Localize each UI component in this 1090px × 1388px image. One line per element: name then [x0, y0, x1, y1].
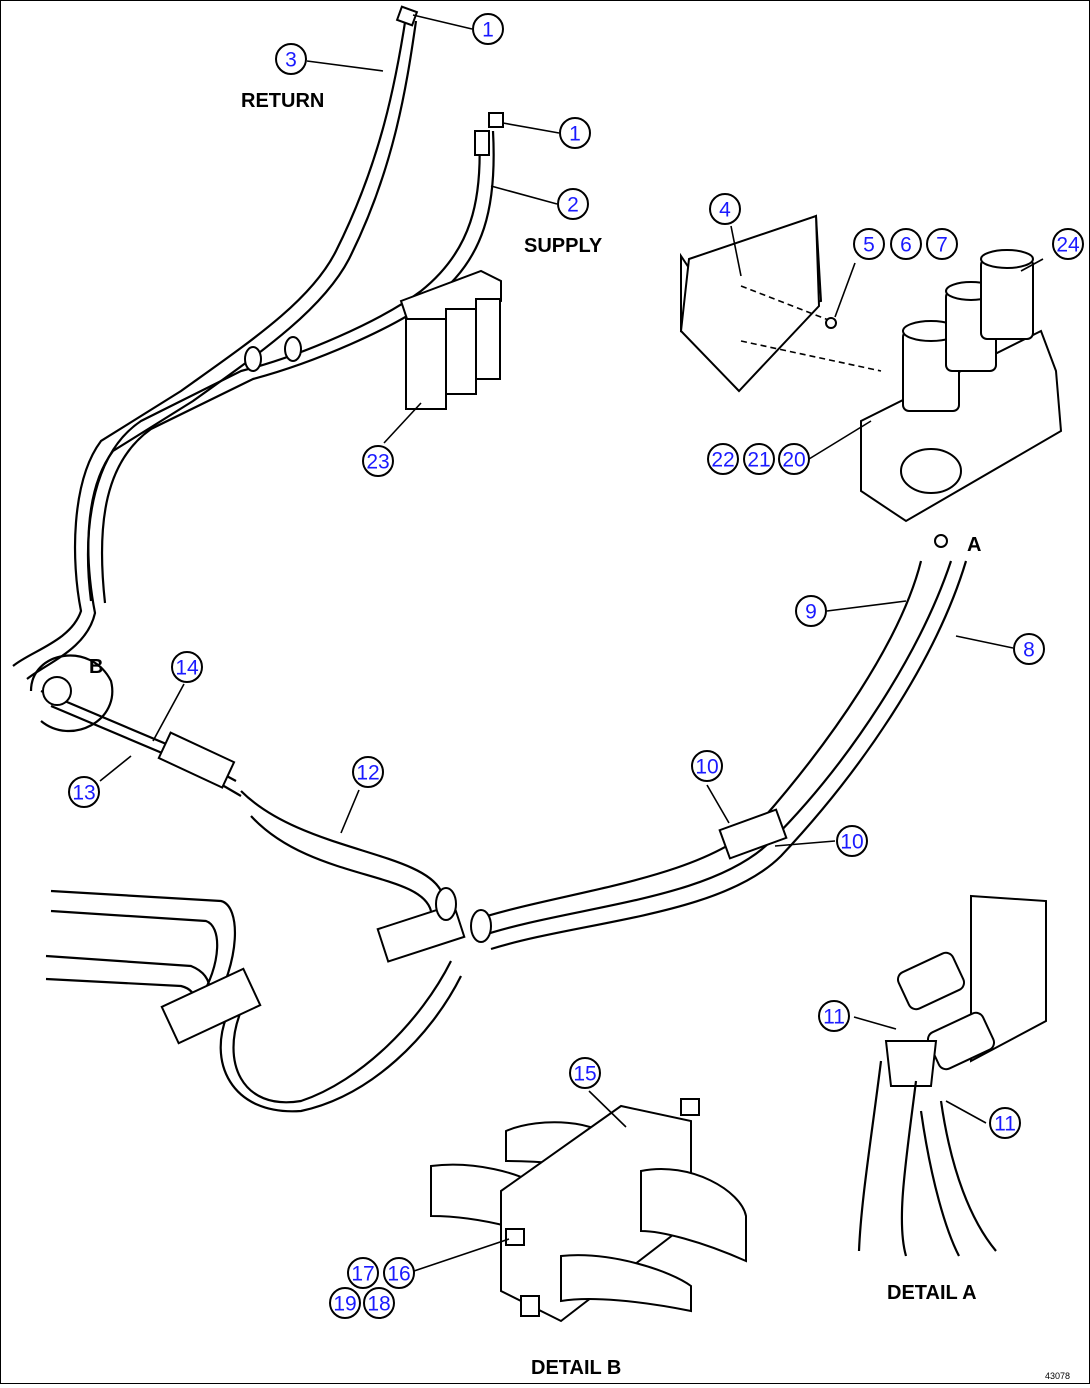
return-label: RETURN	[241, 90, 324, 112]
svg-text:10: 10	[840, 831, 863, 854]
callout-10-right: 10	[836, 825, 868, 857]
svg-text:1: 1	[569, 123, 581, 146]
callout-20: 20	[778, 443, 810, 475]
detail-b-drawing	[430, 1098, 747, 1323]
callout-22: 22	[707, 443, 739, 475]
svg-text:23: 23	[366, 451, 389, 474]
svg-text:14: 14	[175, 657, 199, 680]
svg-text:11: 11	[994, 1113, 1016, 1136]
svg-text:7: 7	[936, 234, 948, 257]
filter-assembly	[399, 269, 502, 410]
mounting-plate	[679, 214, 882, 393]
return-hose	[12, 15, 418, 680]
svg-text:24: 24	[1056, 234, 1080, 257]
callout-10-top: 10	[691, 750, 723, 782]
callout-6: 6	[890, 228, 922, 260]
svg-text:8: 8	[1023, 639, 1035, 662]
lower-fittings	[42, 676, 788, 1045]
view-b-circle	[29, 654, 114, 733]
svg-text:12: 12	[356, 762, 379, 785]
detail-a-label: DETAIL A	[887, 1282, 977, 1304]
callout-14: 14	[171, 651, 203, 683]
svg-text:19: 19	[333, 1293, 356, 1316]
callout-13: 13	[68, 776, 100, 808]
svg-text:9: 9	[805, 601, 817, 624]
view-b-label: B	[89, 656, 103, 678]
callout-23: 23	[362, 445, 394, 477]
control-valve	[860, 249, 1063, 548]
callout-19: 19	[329, 1287, 361, 1319]
svg-text:11: 11	[823, 1006, 845, 1029]
leader-lines	[99, 14, 1044, 1272]
svg-text:5: 5	[863, 234, 875, 257]
svg-text:20: 20	[782, 449, 805, 472]
callout-17: 17	[347, 1257, 379, 1289]
svg-text:15: 15	[573, 1063, 596, 1086]
svg-text:17: 17	[351, 1263, 374, 1286]
svg-text:2: 2	[567, 194, 579, 217]
supply-label: SUPPLY	[524, 235, 603, 257]
view-a-label: A	[967, 534, 981, 556]
callout-16: 16	[383, 1257, 415, 1289]
drawing-number: 43078	[1045, 1371, 1070, 1381]
callout-8: 8	[1013, 633, 1045, 665]
callout-5: 5	[853, 228, 885, 260]
hose-fittings	[244, 5, 504, 372]
callout-12: 12	[352, 756, 384, 788]
svg-text:22: 22	[711, 449, 734, 472]
svg-text:21: 21	[747, 449, 770, 472]
callout-15: 15	[569, 1057, 601, 1089]
svg-text:16: 16	[387, 1263, 410, 1286]
svg-text:4: 4	[719, 199, 731, 222]
callout-11-lower: 11	[989, 1107, 1021, 1139]
callout-9: 9	[795, 595, 827, 627]
callout-3: 3	[275, 43, 307, 75]
svg-text:10: 10	[695, 756, 718, 779]
callout-2: 2	[557, 188, 589, 220]
detail-b-label: DETAIL B	[531, 1357, 621, 1379]
callout-1-supply: 1	[559, 117, 591, 149]
callout-1-return: 1	[472, 13, 504, 45]
callout-21: 21	[743, 443, 775, 475]
svg-text:18: 18	[367, 1293, 390, 1316]
supply-hose	[86, 130, 495, 604]
svg-text:3: 3	[285, 49, 297, 72]
callout-18: 18	[363, 1287, 395, 1319]
svg-text:6: 6	[900, 234, 912, 257]
svg-text:1: 1	[482, 19, 494, 42]
svg-text:13: 13	[72, 782, 95, 805]
callout-7: 7	[926, 228, 958, 260]
callout-11-upper: 11	[818, 1000, 850, 1032]
detail-a-drawing	[857, 894, 1047, 1257]
callout-4: 4	[709, 193, 741, 225]
callout-24: 24	[1052, 228, 1084, 260]
